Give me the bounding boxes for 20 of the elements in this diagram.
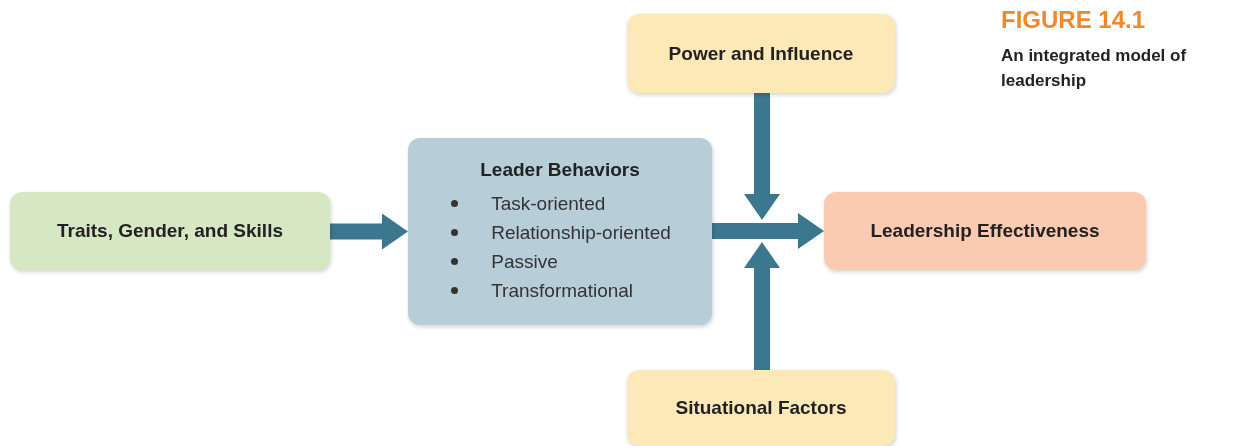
arrow xyxy=(330,213,408,250)
bullet-text: Passive xyxy=(491,250,558,272)
process-box xyxy=(10,192,330,270)
figure-title: FIGURE 14.1 xyxy=(1001,6,1146,34)
box-label: Leader Behaviors xyxy=(480,158,640,181)
bullet-text: Task-oriented xyxy=(491,192,606,214)
process-box xyxy=(627,14,895,93)
outcome-box xyxy=(824,192,1146,270)
bullet-text: Relationship-oriented xyxy=(491,221,671,243)
arrow xyxy=(712,213,824,249)
figure-caption: An integrated model of leadership xyxy=(1001,45,1188,92)
arrow xyxy=(744,242,780,370)
arrow xyxy=(744,93,780,220)
box-label: Leadership Effectiveness xyxy=(870,220,1100,242)
box-label: Power and Influence xyxy=(668,42,854,65)
box-label: Situational Factors xyxy=(675,397,847,419)
bullet-text: Transformational xyxy=(491,279,634,301)
process-box xyxy=(627,370,895,446)
process-box xyxy=(408,138,712,325)
box-label: Traits, Gender, and Skills xyxy=(57,220,283,242)
